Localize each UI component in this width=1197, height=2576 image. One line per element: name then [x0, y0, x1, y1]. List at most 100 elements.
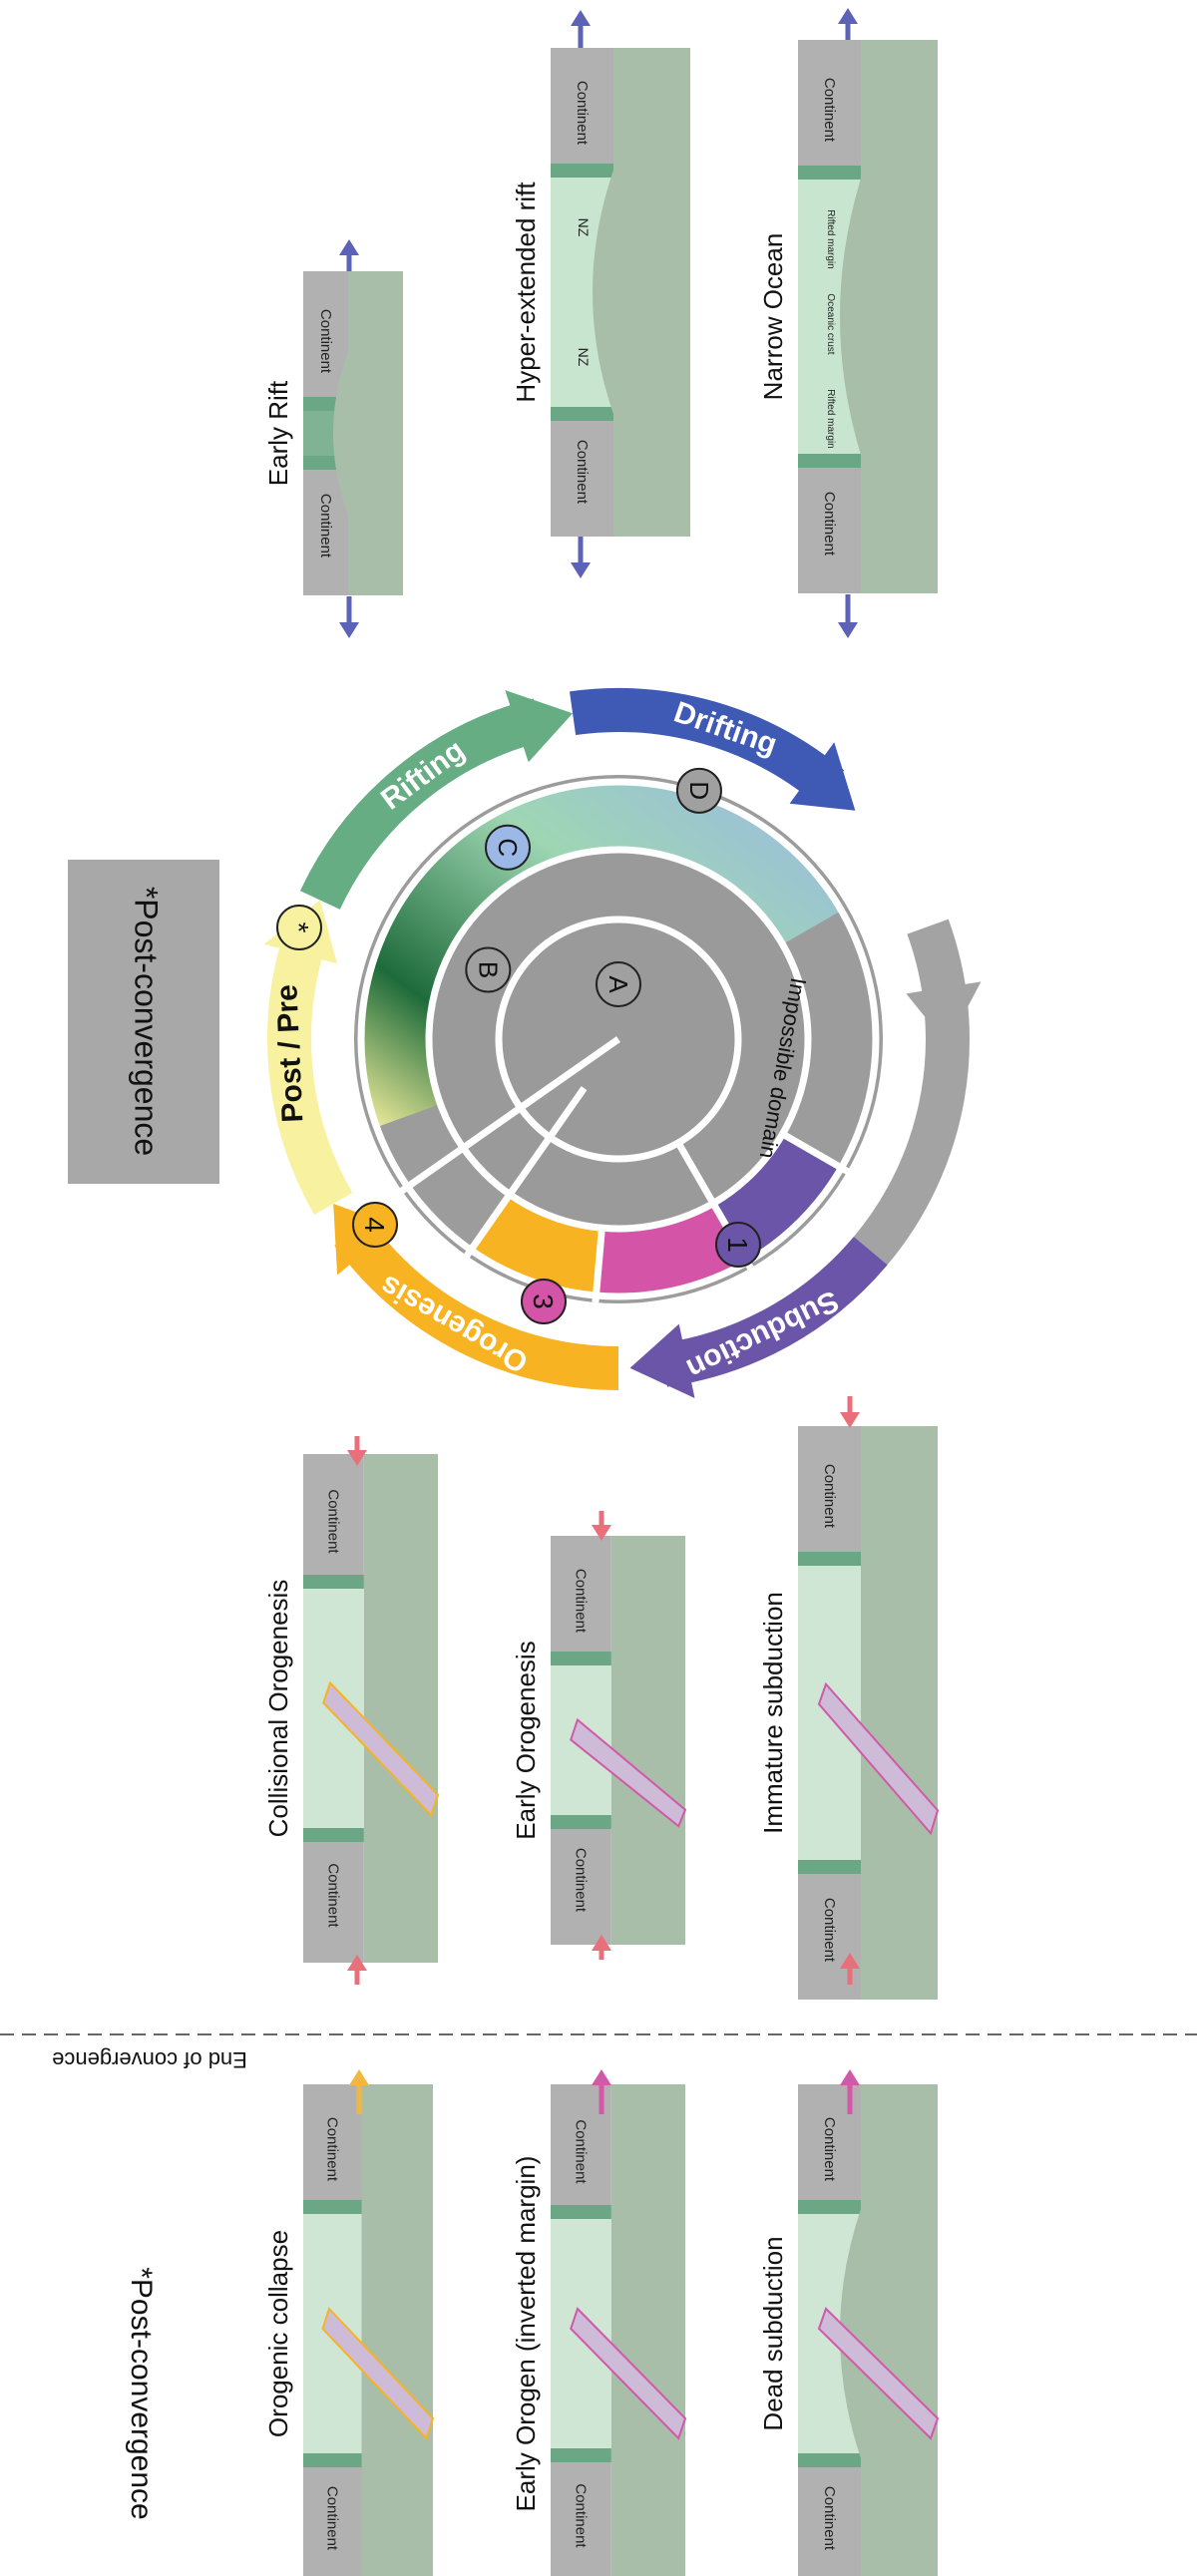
ring-separator-1 [592, 1227, 605, 1303]
ring-line-1 [425, 846, 812, 1233]
post-convergence-box: *Post-convergence [68, 860, 219, 1184]
panel-stripe-top [303, 2200, 362, 2214]
panel-mantle [613, 48, 690, 537]
panel-mantle-bulge [840, 178, 861, 456]
panel-continent-label-bottom: Continent [573, 1848, 590, 1913]
panel-mantle [361, 2084, 433, 2576]
panel-title: Early Orogen (inverted margin) [511, 2156, 541, 2512]
panel-title: Collisional Orogenesis [263, 1580, 293, 1838]
panel-stripe-top [798, 166, 861, 180]
panel-stripe-bottom [798, 2453, 861, 2467]
panel-slab [570, 1717, 687, 1828]
stage-marker-0: * [283, 922, 314, 933]
panel-continent-label-top: Continent [573, 1569, 590, 1634]
panel-continent-label-top: Continent [821, 1464, 838, 1529]
arc-arrowhead-1 [789, 742, 856, 811]
ring-separator-0 [464, 1086, 588, 1259]
panel-stripe-top [798, 2200, 861, 2214]
panel-slab [322, 1680, 440, 1817]
panel-mantle [348, 271, 403, 595]
collisional-arrow-down-head [347, 1955, 367, 1971]
collisional-arrow-up-head [347, 1450, 367, 1466]
panel-continent-label-top: Continent [821, 78, 838, 143]
panel-stripe-bottom [551, 407, 613, 421]
panel-mantle-bulge [333, 352, 348, 515]
panel-slab [817, 1681, 940, 1836]
arc-3 [334, 1219, 619, 1390]
arc-4 [267, 924, 353, 1215]
earlyorogen-arrow-head [592, 2069, 611, 2085]
panel-continent-bottom [551, 407, 613, 537]
panel-continent-bottom [303, 1828, 364, 1963]
earlyorog-arrow-down-head [592, 1935, 611, 1951]
ring-separator-3 [780, 1130, 850, 1175]
panel-stripe-bottom [798, 1860, 861, 1874]
panel-stripe-bottom [303, 1828, 364, 1842]
panel-slab [321, 2307, 435, 2440]
collapse-arrow-head [349, 2069, 369, 2085]
panel-stripe-top [303, 1575, 364, 1589]
panel-continent-label-bottom: Continent [821, 2486, 838, 2551]
ring-separator-4 [399, 1036, 621, 1194]
immature-arrow-down-head [840, 1953, 860, 1969]
stage-marker-1: 4 [359, 1217, 390, 1233]
panel-continent-label-top: Continent [574, 81, 591, 146]
panel-crust-label: Oceanic crust [825, 293, 836, 354]
panel-continent-label-top: Continent [317, 309, 334, 374]
stage-marker-badge-1 [352, 1202, 398, 1248]
panel-continent-label-bottom: Continent [325, 1863, 342, 1928]
post-convergence-box-label: *Post-convergence [129, 887, 165, 1156]
panel-rifted-bottom-label: Rifted margin [825, 389, 836, 448]
ring-line-2 [357, 778, 880, 1300]
panel-stripe-bottom [303, 2453, 362, 2467]
ocean-arrow-down-head [838, 622, 858, 638]
ring-line-0 [495, 916, 742, 1163]
hyper-arrow-down-head [571, 562, 591, 578]
stage-marker-3: 1 [722, 1237, 753, 1253]
immature-arrow-up-head [840, 1412, 860, 1428]
early-rift-arrow-up-head [339, 239, 359, 255]
panel-continent-label-bottom: Continent [821, 492, 838, 556]
arc-1 [570, 688, 845, 805]
panel-stripe-bottom [551, 2448, 611, 2462]
ring-letter-d: D [684, 781, 714, 800]
dead-arrow-head [840, 2069, 860, 2085]
panel-continent-label-bottom: Continent [317, 494, 334, 558]
panel-title: Hyper-extended rift [511, 182, 541, 403]
panel-mantle [861, 40, 938, 593]
stage-marker-2: 3 [528, 1293, 559, 1309]
panel-nz-label-top: NZ [576, 218, 592, 237]
panel-continent-top [551, 48, 613, 178]
panel-title: Early Rift [263, 380, 293, 486]
arc-grey-right [853, 919, 970, 1266]
ring-segment-early-orogen [596, 1203, 747, 1296]
panel-mantle [363, 1454, 438, 1963]
panel-continent-label-bottom: Continent [821, 1898, 838, 1963]
panel-continent-label-bottom: Continent [573, 2483, 590, 2548]
panel-continent-label-bottom: Continent [324, 2486, 341, 2551]
panel-stripe-top [551, 2205, 611, 2219]
panel-title: Dead subduction [758, 2236, 788, 2430]
panel-continent-top [798, 40, 861, 180]
panel-continent-top [303, 1454, 364, 1589]
panel-title: Orogenic collapse [263, 2230, 293, 2437]
panel-continent-top [798, 1426, 861, 1566]
ring-letter-c: C [493, 838, 523, 857]
panel-continent-bottom [798, 454, 861, 593]
panel-continent-label-top: Continent [324, 2117, 341, 2182]
ring-letter-a: A [603, 975, 633, 993]
panel-slab [570, 2307, 687, 2440]
arc-arrowhead-2 [629, 1323, 695, 1398]
ring-letter-badge-d [675, 767, 722, 814]
panel-mantle-bulge [593, 170, 613, 415]
panel-nz-label-bottom: NZ [576, 348, 592, 367]
hyper-arrow-up-head [571, 10, 591, 26]
panel-stripe-top [551, 1652, 611, 1665]
panel-title: Immature subduction [758, 1592, 788, 1834]
